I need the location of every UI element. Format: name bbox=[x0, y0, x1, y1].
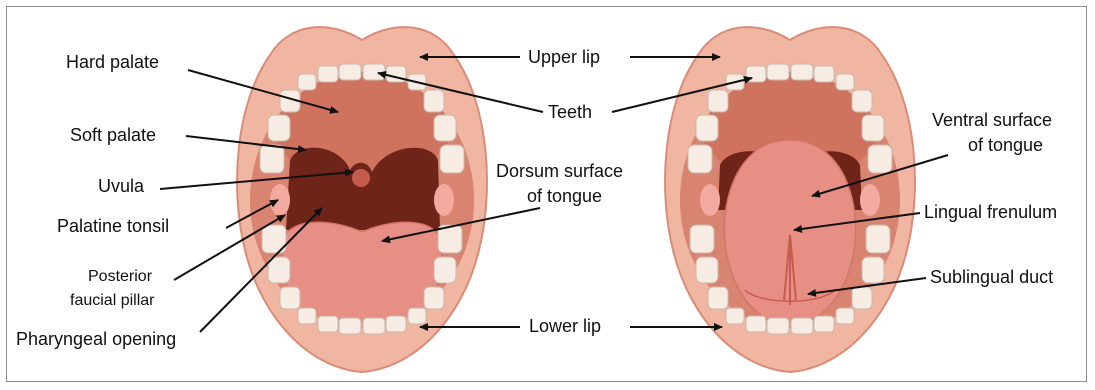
label-sublingual-duct: Sublingual duct bbox=[930, 267, 1053, 287]
label-upper-lip: Upper lip bbox=[528, 47, 600, 67]
label-pharyngeal-opening: Pharyngeal opening bbox=[16, 329, 176, 349]
tonsil-left-2 bbox=[434, 184, 454, 216]
label-palatine-tonsil: Palatine tonsil bbox=[57, 216, 169, 236]
tonsil-left-1 bbox=[270, 184, 290, 216]
label-soft-palate: Soft palate bbox=[70, 125, 156, 145]
uvula-left bbox=[352, 169, 370, 187]
tonsil-right-1 bbox=[700, 184, 720, 216]
label-lingual-frenulum: Lingual frenulum bbox=[924, 202, 1057, 222]
open-mouth-left bbox=[237, 27, 487, 372]
label-ventral-2: of tongue bbox=[968, 135, 1043, 155]
label-hard-palate: Hard palate bbox=[66, 52, 159, 72]
label-uvula: Uvula bbox=[98, 176, 145, 196]
label-teeth: Teeth bbox=[548, 102, 592, 122]
label-ventral-1: Ventral surface bbox=[932, 110, 1052, 130]
open-mouth-right bbox=[665, 27, 915, 372]
label-dorsum-1: Dorsum surface bbox=[496, 161, 623, 181]
tonsil-right-2 bbox=[860, 184, 880, 216]
label-dorsum-2: of tongue bbox=[527, 186, 602, 206]
label-posterior-faucial-1: Posterior bbox=[88, 268, 153, 285]
label-lower-lip: Lower lip bbox=[529, 316, 601, 336]
label-posterior-faucial-2: faucial pillar bbox=[70, 292, 155, 309]
